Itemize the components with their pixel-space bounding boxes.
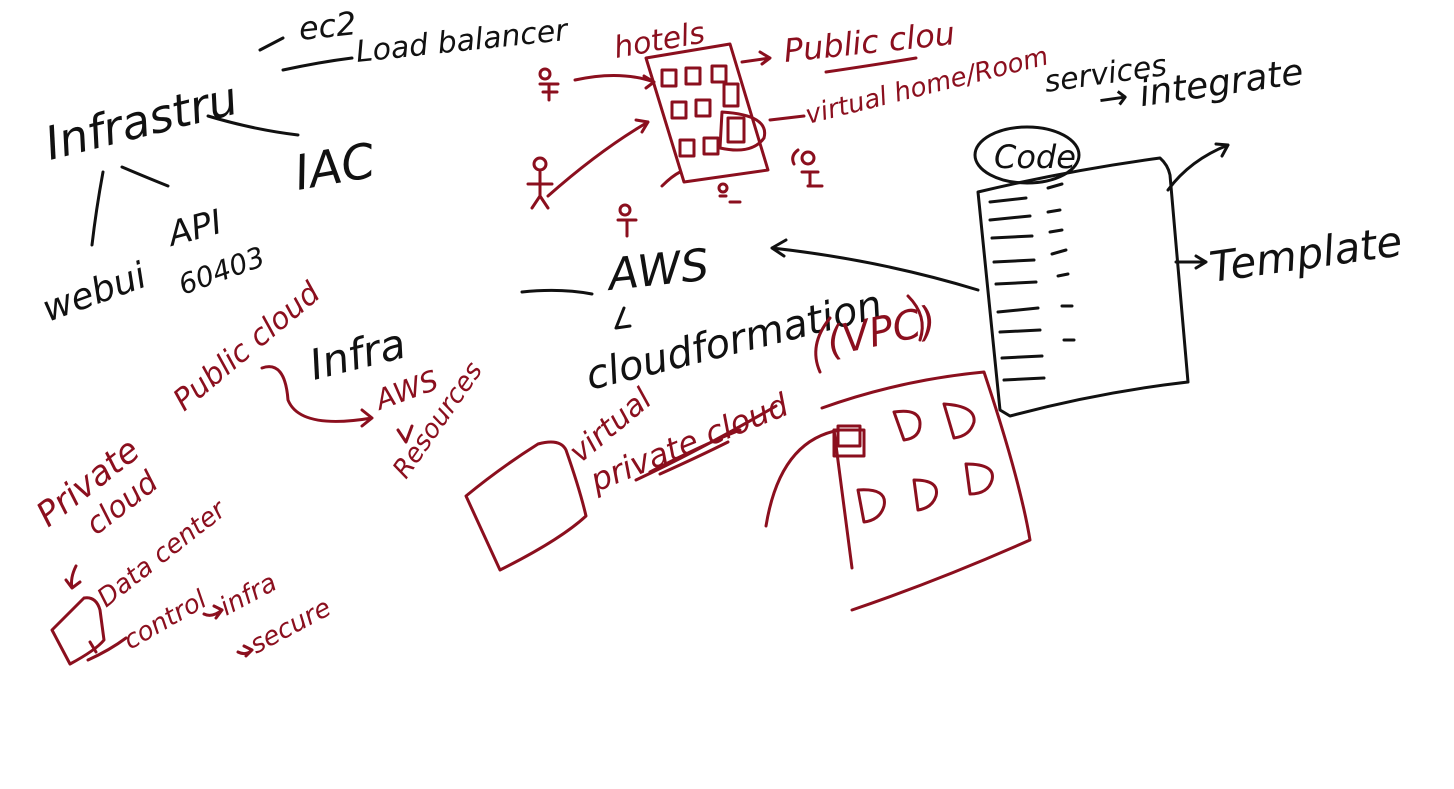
stroke-infra-to-api bbox=[120, 165, 170, 188]
hotel-room-5 bbox=[694, 98, 712, 118]
arrow-infra-to-secure bbox=[236, 644, 254, 658]
resources-tick bbox=[396, 424, 414, 444]
arrow-person2-hotel bbox=[546, 118, 650, 198]
vpc-box-left bbox=[464, 440, 588, 572]
vpc-box-right-left-edge bbox=[832, 428, 854, 570]
vpc-room-5 bbox=[912, 478, 939, 512]
stroke-infra-to-webui bbox=[90, 170, 105, 247]
code-template-group: services → integrate Code Template bbox=[973, 48, 1406, 418]
hotel-room-8 bbox=[702, 136, 720, 156]
person-icon-2 bbox=[526, 156, 554, 210]
arrow-control-to-infra bbox=[202, 604, 224, 620]
arrow-aws-down bbox=[614, 306, 632, 330]
stroke-infra-to-loadbalancer bbox=[281, 56, 354, 72]
person-icon-1 bbox=[538, 67, 560, 102]
hotel-room-7 bbox=[678, 138, 696, 158]
infrastructure-label: Infrastru bbox=[40, 71, 243, 171]
iac-label: IAC bbox=[290, 133, 379, 202]
hotel-room-2 bbox=[684, 66, 702, 86]
code-line-6 bbox=[996, 304, 1074, 314]
stroke-infra-to-aws bbox=[520, 288, 594, 296]
hotel-room-4 bbox=[670, 100, 688, 120]
arrow-to-public-cloud bbox=[740, 50, 772, 66]
hotel-room-9 bbox=[726, 116, 746, 144]
code-line-1 bbox=[988, 182, 1064, 204]
private-cloud-group: Private cloud Data center control infra … bbox=[29, 430, 336, 666]
code-line-4 bbox=[992, 248, 1068, 264]
aws-label: AWS bbox=[603, 240, 712, 302]
arrow-person1-to-hotel bbox=[573, 74, 656, 90]
hotel-room-3 bbox=[710, 64, 728, 84]
arrow-to-vpc-room bbox=[764, 428, 842, 528]
template-label: Template bbox=[1207, 216, 1406, 291]
person-icon-4 bbox=[717, 182, 742, 204]
code-line-5 bbox=[994, 272, 1070, 286]
hotel-analogy-group: hotels Public clou virtual home/Room bbox=[526, 14, 1051, 238]
arrow-to-virtual-room bbox=[768, 114, 806, 122]
webui-label: webui bbox=[37, 255, 152, 330]
vpc-room-2 bbox=[892, 409, 922, 442]
vpc-room-1-inner bbox=[836, 424, 862, 448]
stroke-person5 bbox=[660, 170, 682, 188]
code-line-2 bbox=[988, 208, 1062, 222]
vpc-close-paren bbox=[906, 294, 924, 342]
hotel-room-highlight bbox=[718, 110, 767, 152]
vpc-open-paren bbox=[814, 316, 832, 374]
hotel-building bbox=[644, 42, 770, 184]
datacenter-box bbox=[50, 596, 106, 666]
datacenter-tick bbox=[86, 636, 128, 662]
infra-secure-label-1: infra bbox=[215, 568, 282, 622]
vpc-room-6 bbox=[964, 462, 994, 496]
cloud-types-group: Public cloud AWS Resources virtual priva… bbox=[167, 275, 1032, 612]
private-cloud-scribble bbox=[634, 404, 778, 482]
load-balancer-label: Load balancer bbox=[354, 13, 571, 70]
code-document bbox=[976, 156, 1190, 418]
arrow-code-to-template bbox=[1174, 254, 1208, 270]
code-oval bbox=[973, 125, 1081, 185]
person-icon-3 bbox=[800, 150, 824, 188]
hotel-room-1 bbox=[660, 68, 678, 88]
public-cloud-top-label: Public clou bbox=[782, 14, 957, 70]
code-line-9 bbox=[1002, 376, 1046, 382]
code-line-3 bbox=[990, 228, 1064, 240]
stroke-person3 bbox=[791, 148, 800, 166]
code-line-7 bbox=[998, 328, 1076, 342]
stroke-infra-to-ec2 bbox=[258, 36, 285, 52]
arrow-code-to-integrate bbox=[1166, 142, 1230, 192]
arrow-private-to-datacenter bbox=[64, 564, 82, 590]
code-line-8 bbox=[1000, 354, 1044, 360]
vpc-room-3 bbox=[942, 402, 976, 440]
code-label: Code bbox=[994, 138, 1076, 176]
vpc-room-4 bbox=[856, 488, 886, 524]
public-cloud-underline bbox=[824, 56, 918, 74]
hotel-room-6 bbox=[722, 82, 740, 108]
hotels-label: hotels bbox=[611, 16, 707, 66]
vpc-room-1 bbox=[832, 428, 866, 458]
stroke-infra-to-iac bbox=[206, 114, 300, 137]
ec2-label: ec2 bbox=[297, 4, 358, 48]
arrow-code-to-aws bbox=[770, 238, 980, 292]
person-icon-5 bbox=[616, 203, 638, 238]
vpc-box-right bbox=[820, 370, 1032, 612]
api-label: API bbox=[162, 202, 226, 255]
arrow-public-cloud-to-resources bbox=[260, 365, 374, 428]
